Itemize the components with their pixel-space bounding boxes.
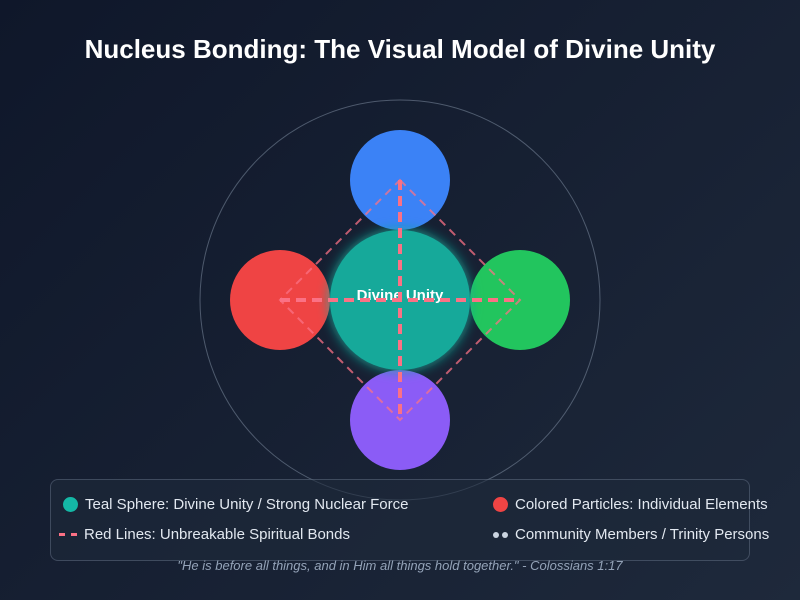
two-dots-icon: [493, 531, 508, 538]
bond-diamond: [278, 178, 522, 422]
legend-label: Colored Particles: Individual Elements: [515, 496, 768, 513]
legend-item-community: Community Members / Trinity Persons: [493, 526, 769, 543]
teal-dot-icon: [63, 497, 78, 512]
red-dot-icon: [493, 497, 508, 512]
dashed-line-icon: [59, 533, 77, 536]
legend: Teal Sphere: Divine Unity / Strong Nucle…: [50, 479, 769, 561]
legend-label: Community Members / Trinity Persons: [515, 526, 770, 543]
legend-item-teal: Teal Sphere: Divine Unity / Strong Nucle…: [63, 496, 408, 513]
page-title: Nucleus Bonding: The Visual Model of Div…: [84, 34, 716, 64]
scripture-quote: "He is before all things, and in Him all…: [177, 558, 623, 573]
legend-item-particles: Colored Particles: Individual Elements: [493, 496, 768, 513]
legend-label: Teal Sphere: Divine Unity / Strong Nucle…: [85, 496, 409, 513]
legend-label: Red Lines: Unbreakable Spiritual Bonds: [84, 526, 350, 543]
legend-item-bonds: Red Lines: Unbreakable Spiritual Bonds: [59, 526, 350, 543]
